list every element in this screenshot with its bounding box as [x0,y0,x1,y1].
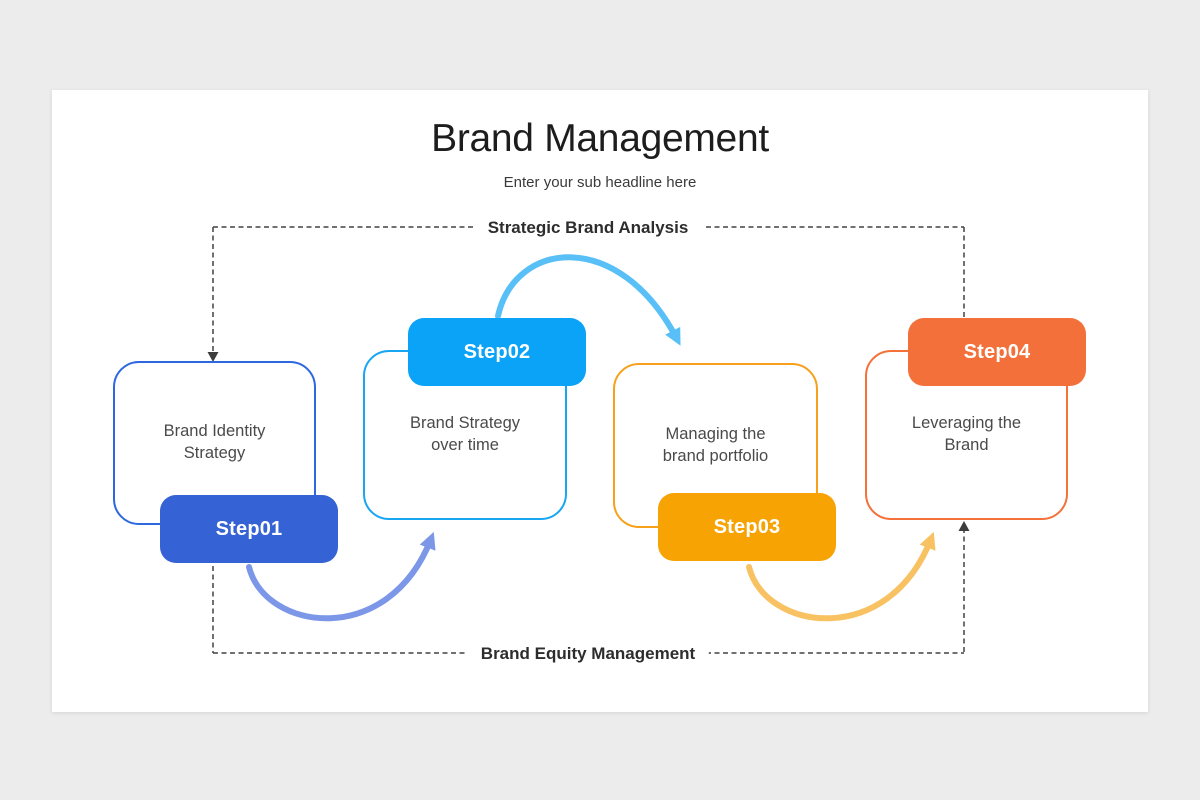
arrow-step03-to-step04 [746,531,936,622]
dashed-loop [212,226,965,654]
step-badge-4: Step04 [908,318,1086,386]
slide-title: Brand Management [431,117,769,160]
step-badge-3: Step03 [658,493,836,561]
step-badge-1: Step01 [160,495,338,563]
slide-subtitle: Enter your sub headline here [503,174,697,191]
dashed-arrowhead-up-icon [958,521,970,531]
step-card-2-label: Brand Strategy over time [409,414,521,454]
section-label-strategic-brand-analysis: Strategic Brand Analysis [473,216,703,240]
step-card-4-label: Leveraging the Brand [911,414,1022,454]
dashed-arrowhead-down-icon [207,352,219,362]
step-card-1-label: Brand Identity Strategy [163,422,266,462]
step-card-3-label: Managing the brand portfolio [662,424,769,465]
section-label-brand-equity-management: Brand Equity Management [466,642,710,666]
arrow-step01-to-step02 [246,531,436,622]
arrow-step02-to-step03 [495,254,681,346]
step-badge-2: Step02 [408,318,586,386]
slide: Brand Management Enter your sub headline… [52,90,1148,712]
